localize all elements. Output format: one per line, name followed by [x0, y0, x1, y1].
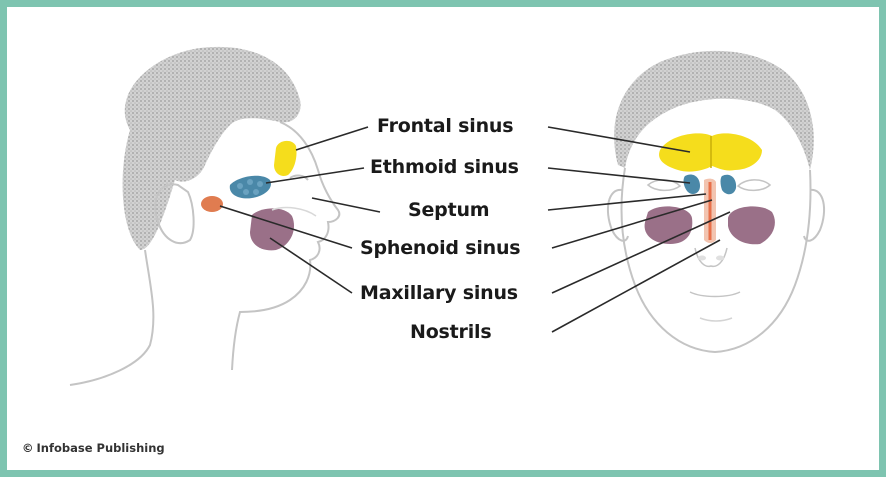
label-nostrils: Nostrils [410, 321, 491, 343]
leader-septum-right [548, 194, 706, 210]
side-maxillary-sinus [250, 208, 294, 250]
front-ear-left [608, 190, 628, 241]
front-ethmoid-right [721, 175, 737, 195]
label-maxillary-sinus: Maxillary sinus [360, 282, 518, 304]
label-septum: Septum [408, 199, 489, 221]
side-neck-back [70, 250, 153, 385]
label-frontal-sinus: Frontal sinus [377, 115, 513, 137]
front-nostril-left [698, 256, 706, 261]
leader-ethmoid-right [548, 168, 690, 183]
front-ethmoid-left [684, 174, 700, 194]
front-face-outline [622, 168, 811, 352]
publisher-name: Infobase Publishing [37, 441, 165, 455]
front-chin [700, 318, 732, 321]
leader-maxillary-right [552, 212, 730, 293]
leader-nostrils-right [552, 240, 720, 332]
front-nostril-right [716, 256, 724, 261]
label-ethmoid-sinus: Ethmoid sinus [370, 156, 519, 178]
leader-frontal-left [296, 127, 368, 150]
leader-maxillary-left [270, 238, 352, 293]
leader-septum-left [312, 198, 380, 212]
front-maxillary-right [728, 206, 775, 244]
publisher-credit: ©Infobase Publishing [22, 441, 165, 455]
side-profile-head [70, 47, 339, 385]
label-sphenoid-sinus: Sphenoid sinus [360, 237, 520, 259]
front-maxillary-left [645, 206, 693, 244]
copyright-symbol: © [22, 441, 34, 455]
side-frontal-sinus [274, 141, 297, 176]
front-head [608, 51, 824, 352]
side-sphenoid-sinus [201, 196, 223, 212]
front-eye-right [738, 180, 770, 191]
front-mouth [690, 292, 740, 297]
